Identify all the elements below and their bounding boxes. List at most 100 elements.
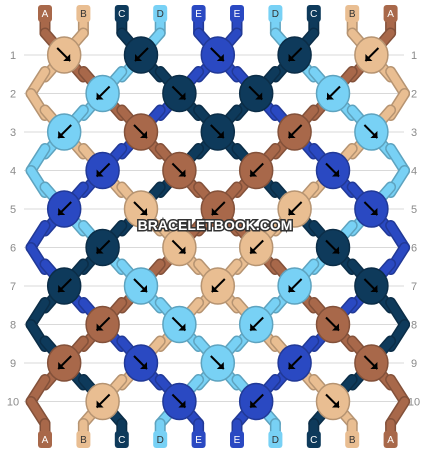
row-label-left: 6 xyxy=(10,243,16,255)
string-top-tag xyxy=(306,5,321,22)
row-label-left: 1 xyxy=(10,50,16,62)
knot-arrow-head xyxy=(327,92,334,100)
string-bottom-tag xyxy=(383,431,398,448)
knot-arrow-head xyxy=(288,54,296,61)
knot-arrow-head xyxy=(365,54,373,61)
string-top-label: C xyxy=(118,9,125,20)
knot-arrow-head xyxy=(96,323,104,331)
string-bottom-label: B xyxy=(80,435,87,446)
knot-arrow-head xyxy=(140,362,147,369)
row-label-left: 3 xyxy=(10,127,16,139)
knot-arrow-head xyxy=(332,246,339,254)
string-top-label: B xyxy=(349,9,356,20)
string-bottom-label: C xyxy=(118,435,125,446)
string-top-tag xyxy=(383,5,398,22)
knot-arrow-head xyxy=(216,362,224,369)
string-bottom-tag xyxy=(114,431,129,448)
string-bottom-tag xyxy=(306,431,321,448)
string-top-label: A xyxy=(42,9,49,20)
string-bottom-label: E xyxy=(195,435,202,446)
row-label-left: 7 xyxy=(10,281,16,293)
string-bottom-tag xyxy=(268,431,283,448)
knot-arrow-head xyxy=(63,54,71,61)
string-bottom-label: C xyxy=(310,435,317,446)
watermark: BRACELETBOOK.COM xyxy=(138,217,293,233)
string-top-tag xyxy=(114,5,129,22)
row-label-right: 1 xyxy=(411,50,417,62)
knot-arrow-head xyxy=(178,400,186,408)
knot-arrow-head xyxy=(250,323,258,331)
string-top-label: D xyxy=(157,9,164,20)
knot-arrow-head xyxy=(96,246,104,254)
string-bottom-label: E xyxy=(234,435,241,446)
knot-arrow-head xyxy=(96,169,104,177)
string-bottom-tag xyxy=(38,431,52,448)
knot-arrow-head xyxy=(288,131,296,138)
row-label-right: 3 xyxy=(411,127,417,139)
knot-arrow-head xyxy=(178,246,186,254)
knot-arrow-head xyxy=(370,362,378,369)
row-label-right: 4 xyxy=(411,166,417,178)
knot-arrow-head xyxy=(288,208,296,215)
row-label-left: 4 xyxy=(10,166,16,178)
string-top-tag xyxy=(38,5,52,22)
row-label-right: 9 xyxy=(411,358,417,370)
knot-arrow-head xyxy=(370,131,378,138)
knot-arrow-head xyxy=(288,285,296,292)
row-label-left: 8 xyxy=(10,320,16,332)
knot-arrow-head xyxy=(211,285,219,292)
row-label-left: 10 xyxy=(7,397,19,409)
knot-arrow-head xyxy=(250,400,258,408)
string-top-tag xyxy=(230,5,244,22)
knot-arrow-head xyxy=(58,208,66,215)
knot-arrow-head xyxy=(178,92,186,100)
string-top-label: E xyxy=(195,9,202,20)
string-top-label: D xyxy=(272,9,279,20)
string-top-tag xyxy=(191,5,206,22)
string-top-label: E xyxy=(234,9,241,20)
row-label-left: 9 xyxy=(10,358,16,370)
string-bottom-label: A xyxy=(387,435,394,446)
string-bottom-label: D xyxy=(272,435,279,446)
knot-arrow-head xyxy=(250,246,258,254)
string-top-tag xyxy=(345,5,360,22)
string-top-label: A xyxy=(387,9,394,20)
row-label-left: 2 xyxy=(10,89,16,101)
row-label-right: 5 xyxy=(411,204,417,216)
knot-arrow-head xyxy=(96,92,104,100)
knot-arrow-head xyxy=(140,285,147,292)
string-bottom-label: B xyxy=(349,435,356,446)
row-label-left: 5 xyxy=(10,204,16,216)
string-top-tag xyxy=(76,5,91,22)
knot-arrow-head xyxy=(58,285,66,292)
string-bottom-tag xyxy=(345,431,360,448)
string-bottom-tag xyxy=(191,431,206,448)
string-bottom-label: A xyxy=(42,435,49,446)
knot-arrow-head xyxy=(332,400,339,408)
knot-arrow-head xyxy=(135,54,142,61)
row-label-right: 2 xyxy=(411,89,417,101)
row-label-right: 6 xyxy=(411,243,417,255)
knot-arrow-head xyxy=(250,169,258,177)
knot-arrow-head xyxy=(211,208,219,215)
string-top-tag xyxy=(268,5,283,22)
knot-arrow-head xyxy=(178,169,186,177)
knot-arrow-head xyxy=(96,400,104,408)
knot-arrow-head xyxy=(140,131,147,138)
knot-arrow-head xyxy=(332,169,339,177)
knot-arrow-head xyxy=(255,92,263,100)
knot-arrow-head xyxy=(370,208,378,215)
knot-arrow-head xyxy=(178,323,186,331)
string-bottom-label: D xyxy=(157,435,164,446)
string-bottom-tag xyxy=(230,431,244,448)
knot-arrow-head xyxy=(216,54,224,61)
row-label-right: 8 xyxy=(411,320,417,332)
knot-arrow-head xyxy=(216,131,224,138)
string-top-label: B xyxy=(80,9,87,20)
knot-arrow-head xyxy=(58,362,66,369)
knot-arrow-head xyxy=(332,323,339,331)
knot-arrow-head xyxy=(370,285,378,292)
string-bottom-tag xyxy=(153,431,168,448)
